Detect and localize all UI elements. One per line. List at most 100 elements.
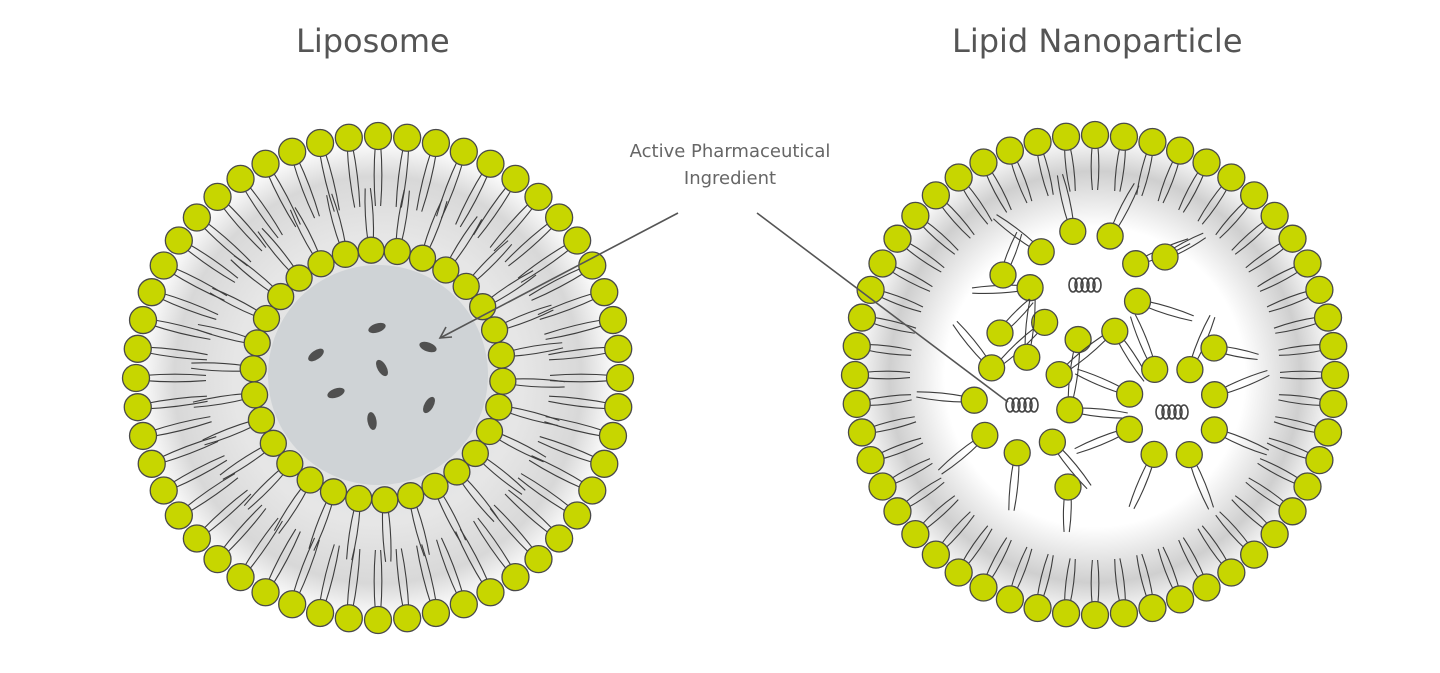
lipid-head <box>251 578 280 607</box>
liposome-diagram <box>121 121 635 635</box>
lipid-head <box>856 275 885 305</box>
lipid-head <box>149 476 178 505</box>
lipid-head <box>476 149 505 178</box>
helix-turn <box>1179 404 1189 420</box>
lipid-head <box>598 305 628 335</box>
lipid-head <box>1023 127 1052 157</box>
nucleic-acid <box>1155 404 1189 420</box>
helix-turn <box>1011 397 1021 413</box>
inverted-micelle <box>1074 314 1270 510</box>
lipid-head <box>363 121 393 151</box>
lipid-nanoparticle-title: Lipid Nanoparticle <box>952 22 1243 60</box>
lipid-head <box>1080 120 1110 150</box>
inverted-micelle <box>916 299 1128 511</box>
helix-turn <box>1092 277 1102 293</box>
lipid-head <box>432 256 460 284</box>
lipid-head <box>901 519 930 549</box>
helix-turn <box>1173 404 1183 420</box>
lipid-head <box>1165 136 1195 165</box>
lipid-head <box>1192 148 1221 177</box>
lipid-head <box>363 605 393 635</box>
lipid-head <box>501 563 530 592</box>
lipid-head <box>578 476 607 505</box>
lipid-head <box>164 501 193 530</box>
lipid-head <box>461 439 489 468</box>
lipid-head <box>1293 249 1322 278</box>
lipid-head <box>383 237 411 266</box>
lipid-head <box>357 236 385 264</box>
lipid-head <box>1313 303 1343 332</box>
helix-turn <box>1017 397 1027 413</box>
lipid-head <box>240 381 269 409</box>
lipid-head <box>1115 415 1144 443</box>
lnp-shell-shade <box>853 135 1337 619</box>
lipid-head <box>524 182 553 212</box>
helix-turn <box>1074 277 1084 293</box>
lipid-head <box>1101 317 1129 345</box>
lipid-head <box>1200 416 1229 444</box>
lipid-head <box>590 449 619 478</box>
lipid-head <box>396 482 425 510</box>
lipid-head <box>285 264 313 292</box>
lipid-head <box>1200 334 1228 362</box>
lipid-head <box>1064 325 1092 354</box>
lipid-head <box>868 249 897 278</box>
lipid-head <box>605 363 635 393</box>
lipid-head <box>1051 122 1081 151</box>
helix-turn <box>1080 277 1090 293</box>
lipid-head <box>847 303 877 332</box>
lipid-head <box>485 393 513 421</box>
lipid-head <box>421 472 449 500</box>
lipid-head <box>842 389 871 419</box>
lipid-head <box>960 386 988 414</box>
api-label-line2: Ingredient <box>683 168 777 189</box>
lipid-head <box>331 240 360 268</box>
lipid-head <box>1003 439 1031 467</box>
lipid-head <box>1305 275 1334 305</box>
lipid-head <box>475 417 504 446</box>
lipid-head <box>123 334 152 363</box>
drug-molecule <box>376 359 388 377</box>
lipid-head <box>1305 445 1334 475</box>
lipid-head <box>319 478 348 506</box>
lipid-nanoparticle-diagram <box>840 120 1350 630</box>
lipid-head <box>501 164 530 193</box>
lipid-head <box>203 182 232 212</box>
leader-arrowhead <box>438 326 453 339</box>
lipid-head <box>305 128 335 158</box>
lipid-head <box>944 558 973 587</box>
lipid-head <box>868 472 897 501</box>
lipid-head <box>469 293 497 321</box>
lipid-head <box>239 355 267 383</box>
lipid-head <box>544 203 574 232</box>
lipid-head <box>598 421 628 451</box>
lipid-head <box>989 261 1017 289</box>
helix-turn <box>1161 404 1171 420</box>
lipid-head <box>840 360 870 390</box>
lipid-head <box>969 148 998 177</box>
lipid-head <box>1176 355 1204 384</box>
lipid-head <box>278 590 307 619</box>
lipid-head <box>1260 201 1289 231</box>
api-label-line1: Active Pharmaceutical <box>629 141 831 162</box>
lipid-head <box>1045 360 1073 389</box>
lipid-head <box>164 226 193 255</box>
lipid-head <box>1192 573 1221 602</box>
lipid-head <box>1175 440 1203 469</box>
lipid-head <box>842 331 871 361</box>
lipid-head <box>393 604 422 633</box>
lipid-head <box>1239 540 1269 569</box>
lipid-head <box>901 201 930 231</box>
lipid-head <box>1165 585 1195 614</box>
liposome-title: Liposome <box>296 22 450 60</box>
annotation-leaders <box>438 212 1009 403</box>
lipid-head <box>563 226 592 255</box>
lipid-head <box>590 278 619 307</box>
lipid-head <box>443 458 471 486</box>
helix-turn <box>1005 397 1015 413</box>
lipid-head <box>604 393 633 422</box>
lipid-head <box>986 319 1014 347</box>
drug-molecule <box>308 348 324 362</box>
lipid-head <box>1080 600 1110 630</box>
lipid-head <box>449 590 478 619</box>
